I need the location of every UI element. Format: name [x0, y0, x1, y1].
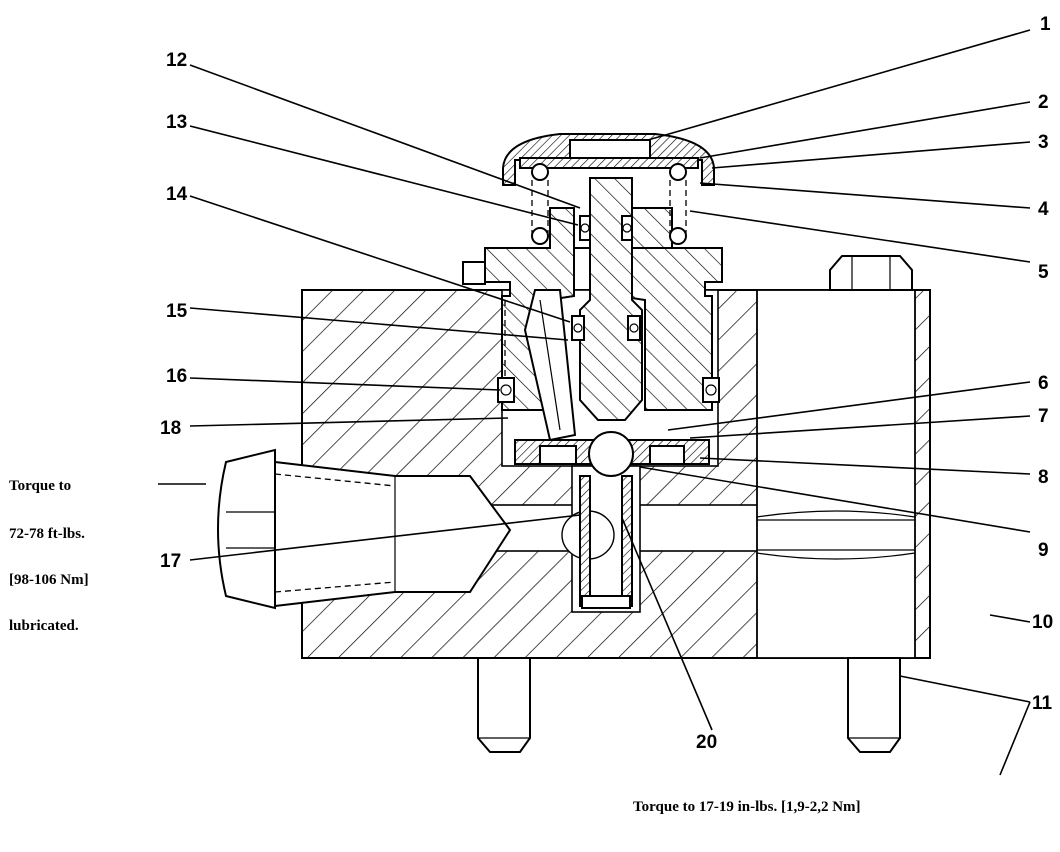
seals-and-bearings	[497, 215, 720, 403]
callout-14: 14	[166, 184, 188, 205]
callout-7: 7	[1038, 406, 1049, 427]
torque-notes: Torque to 72-78 ft-lbs. [98-106 Nm] lubr…	[9, 478, 861, 815]
top-hex-plug	[829, 255, 913, 291]
mounting-pins	[477, 657, 901, 753]
valve-seat-assembly	[514, 431, 710, 609]
callout-4: 4	[1038, 199, 1049, 220]
left-torque-line-3: [98-106 Nm]	[9, 572, 89, 588]
hex-plug-fitting	[217, 448, 512, 610]
springs	[504, 180, 713, 380]
callout-2: 2	[1038, 92, 1049, 113]
callout-labels: 1 2 3 4 5 6 7 8 9 10 11 12 13 14 15 16 1…	[160, 14, 1053, 753]
callout-12: 12	[166, 50, 187, 71]
callout-20: 20	[696, 732, 717, 753]
callout-13: 13	[166, 112, 187, 133]
callout-5: 5	[1038, 262, 1049, 283]
callout-9: 9	[1038, 540, 1049, 561]
callout-3: 3	[1038, 132, 1049, 153]
callout-16: 16	[166, 366, 187, 387]
callout-6: 6	[1038, 373, 1049, 394]
callout-10: 10	[1032, 612, 1053, 633]
callout-1: 1	[1040, 14, 1051, 35]
callout-17: 17	[160, 551, 181, 572]
leader-lines	[158, 29, 1031, 776]
callout-8: 8	[1038, 467, 1049, 488]
left-torque-line-1: Torque to	[9, 478, 71, 494]
left-torque-line-4: lubricated.	[9, 618, 79, 634]
callout-18: 18	[160, 418, 181, 439]
callout-11: 11	[1032, 693, 1053, 714]
cap	[502, 133, 715, 186]
bottom-torque-note: Torque to 17-19 in-lbs. [1,9-2,2 Nm]	[633, 799, 861, 815]
callout-15: 15	[166, 301, 188, 322]
left-torque-line-2: 72-78 ft-lbs.	[9, 526, 85, 542]
